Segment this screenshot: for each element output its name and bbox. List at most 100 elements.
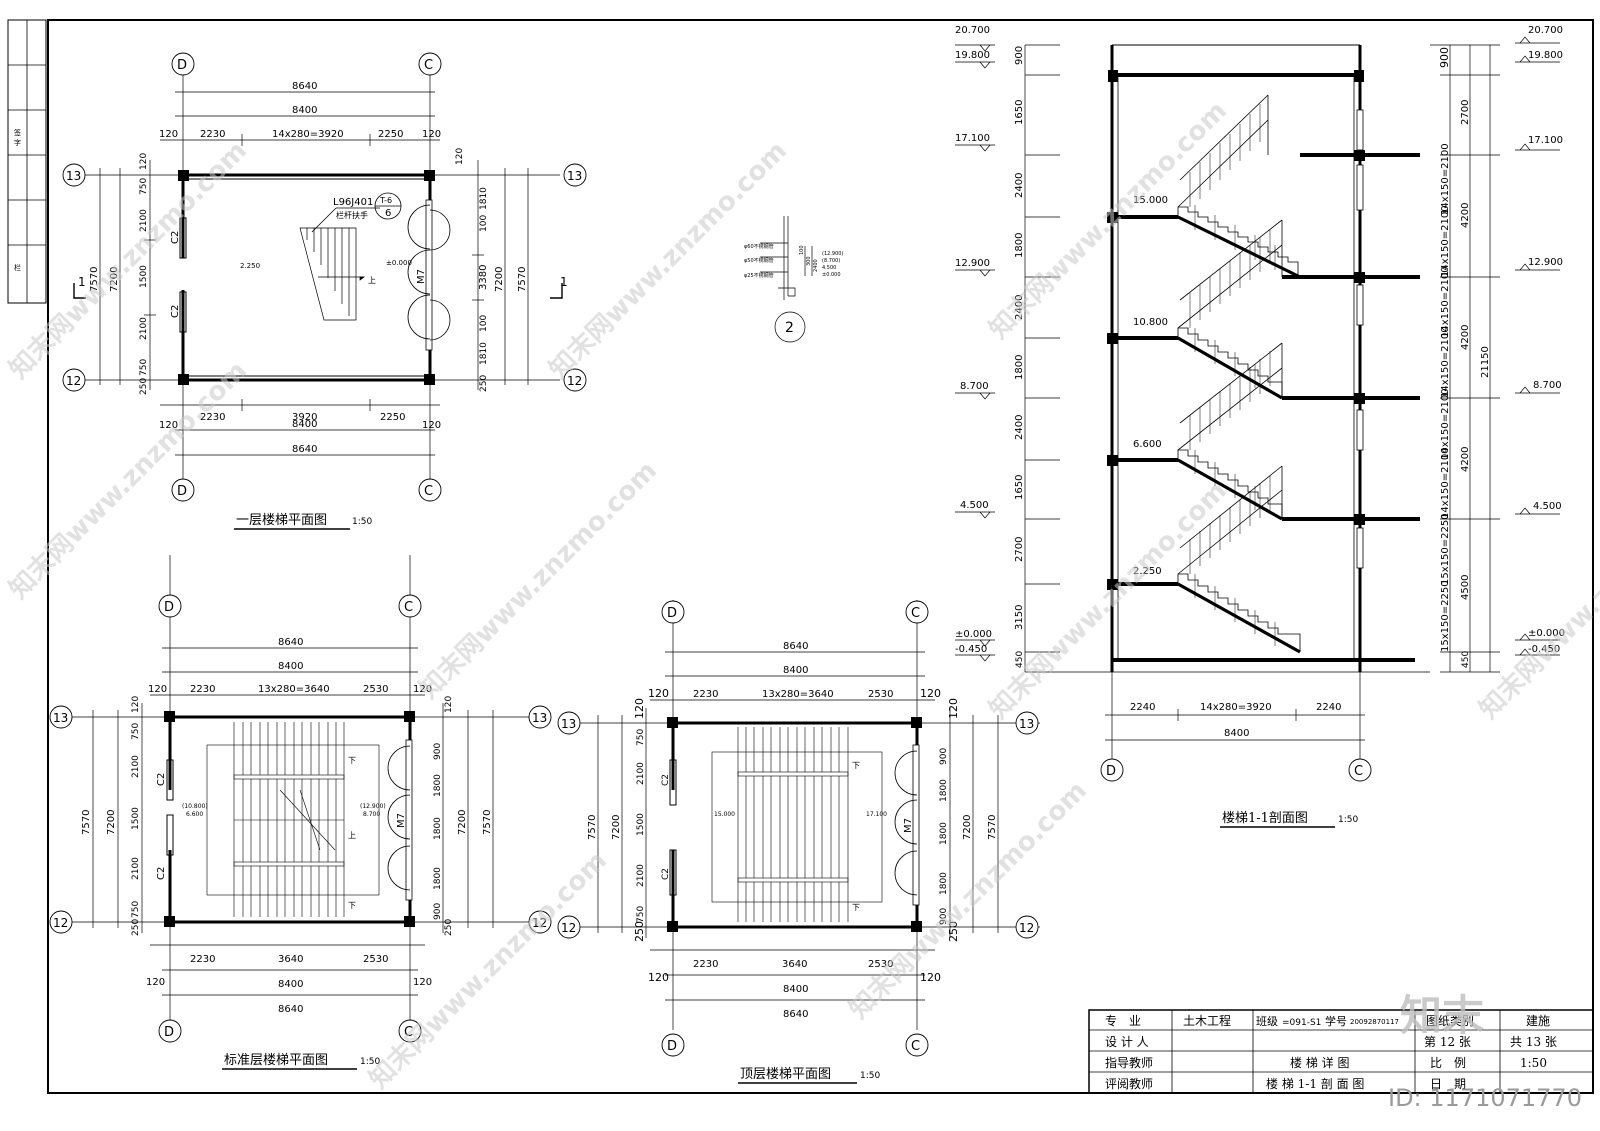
dim-text: 1650: [1014, 475, 1025, 500]
window-tag: C2: [170, 231, 181, 244]
level-mark: -0.450: [1528, 644, 1560, 655]
level-mark: 4.500: [822, 265, 836, 271]
axis-label: C: [424, 58, 433, 73]
plan-scale: 1:50: [352, 517, 372, 527]
tb-label: 班级: [1256, 1015, 1278, 1028]
plan-title: 一层楼梯平面图: [236, 513, 327, 528]
dim-text: 2250: [380, 412, 405, 423]
axis-label: 13: [567, 169, 582, 183]
sheet-frame: [7, 19, 1594, 1094]
watermark-text: 知末网www.znzmo.com: [414, 456, 663, 705]
level-mark: ±0.000: [955, 629, 992, 640]
dim-text: 3920: [292, 412, 317, 423]
dim-text: 7570: [89, 267, 100, 292]
detail-label: φ50不锈钢管: [744, 257, 774, 264]
dim-text: 2100: [131, 755, 141, 778]
plan-title: 顶层楼梯平面图: [740, 1067, 831, 1082]
level-mark: ±0.000: [386, 259, 412, 267]
dim-text: 1810: [479, 342, 489, 365]
level-mark: 6.600: [186, 811, 203, 818]
axis-label: 12: [561, 921, 576, 935]
dim-text: 8640: [278, 1004, 303, 1015]
watermark-text: 知末网www.znzmo.com: [364, 846, 613, 1095]
dim-text: 750: [131, 901, 141, 918]
section-mark: 1: [78, 275, 86, 289]
detail-ref: L96J401: [333, 197, 373, 208]
level-mark: 10.800: [1133, 317, 1168, 328]
tb-value: 20092870117: [1350, 1018, 1399, 1026]
level-mark: 12.900: [955, 258, 990, 269]
logo-text: 知末: [1400, 991, 1484, 1040]
dim-text: 250: [479, 375, 489, 392]
dim-text: 750: [139, 178, 149, 195]
dim-text: 8400: [292, 105, 317, 116]
dim-text: 3150: [1014, 605, 1025, 630]
level-mark: 8.700: [363, 811, 380, 818]
dim-text: 250: [139, 378, 149, 395]
dim-text: 7200: [106, 810, 117, 835]
dim-text: 2240: [1316, 702, 1341, 713]
axis-label: 13: [53, 711, 68, 725]
dim-text: 100: [479, 215, 489, 232]
dim-text: 2230: [693, 959, 718, 970]
axis-label: 13: [561, 717, 576, 731]
tb-label: 指导教师: [1105, 1055, 1153, 1070]
window-tag: C2: [661, 868, 671, 880]
dim-text: 2400: [1014, 415, 1025, 440]
axis-label: C: [1354, 764, 1363, 779]
axis-label: C: [911, 1039, 920, 1054]
dim-text: 750: [131, 723, 141, 740]
section-1-1: 20.700 19.800 17.100 12.900 8.700 4.500 …: [955, 25, 1565, 828]
dim-text: 4200: [1460, 325, 1471, 350]
level-mark: ±0.000: [1528, 628, 1565, 639]
dim-text: 8640: [783, 641, 808, 652]
axis-label: D: [1106, 764, 1116, 779]
tb-label: 比 例: [1430, 1056, 1466, 1070]
level-mark: 4.500: [960, 500, 989, 511]
level-mark: 19.800: [955, 50, 990, 61]
axis-label: 12: [66, 374, 81, 388]
tb-value: 土木工程: [1183, 1013, 1231, 1028]
dim-text: 15x150=2250: [1440, 580, 1451, 652]
dim-text: 14x150=2100: [1440, 266, 1451, 338]
side-strip-char: 栏: [14, 263, 21, 272]
dim-text: 2100: [636, 762, 646, 785]
dim-text: 100: [799, 245, 805, 255]
dim-text: 1800: [1014, 355, 1025, 380]
dim-text: 8640: [278, 637, 303, 648]
dim-text: 900: [433, 743, 443, 760]
level-mark: 6.600: [1133, 439, 1162, 450]
dim-text: 2100: [139, 317, 149, 340]
up-label: 上: [368, 276, 376, 285]
dim-text: 15x150=2250: [1440, 513, 1451, 585]
level-mark: 2.250: [240, 262, 260, 270]
drawing-name: 楼 梯 详 图: [1290, 1055, 1349, 1070]
dim-text: 250: [947, 921, 960, 942]
dim-text: 8400: [1224, 728, 1249, 739]
tb-value: 1:50: [1520, 1056, 1547, 1070]
side-strip-char: 签: [14, 128, 21, 137]
down-label: 下: [348, 756, 356, 765]
level-mark: 20.700: [955, 25, 990, 36]
dim-text: 8400: [292, 419, 317, 430]
dim-text: 7570: [517, 267, 528, 292]
plan1-labels: D C D C 13 12 13 12 8640 8400 120 2230 1…: [66, 58, 582, 530]
level-mark: 8.700: [1533, 380, 1562, 391]
dim-text: 120: [422, 420, 441, 431]
section-labels: 20.700 19.800 17.100 12.900 8.700 4.500 …: [955, 25, 1565, 828]
dim-text: 120: [422, 129, 441, 140]
door-tag: M7: [416, 269, 427, 284]
level-mark: 12.900: [1528, 257, 1563, 268]
dim-text: 3640: [782, 959, 807, 970]
tb-label: 学号: [1325, 1014, 1347, 1028]
dim-text: 7200: [494, 267, 505, 292]
dim-text: 14x150=2100: [1440, 447, 1451, 519]
dim-text: 3640: [278, 954, 303, 965]
dim-text: 4500: [1460, 575, 1471, 600]
dim-text: 1800: [939, 872, 949, 895]
dim-text: 900: [433, 903, 443, 920]
axis-label: C: [424, 484, 433, 499]
dim-text: 1500: [636, 813, 646, 836]
axis-label: 12: [53, 916, 68, 930]
dim-text: 120: [139, 153, 149, 170]
